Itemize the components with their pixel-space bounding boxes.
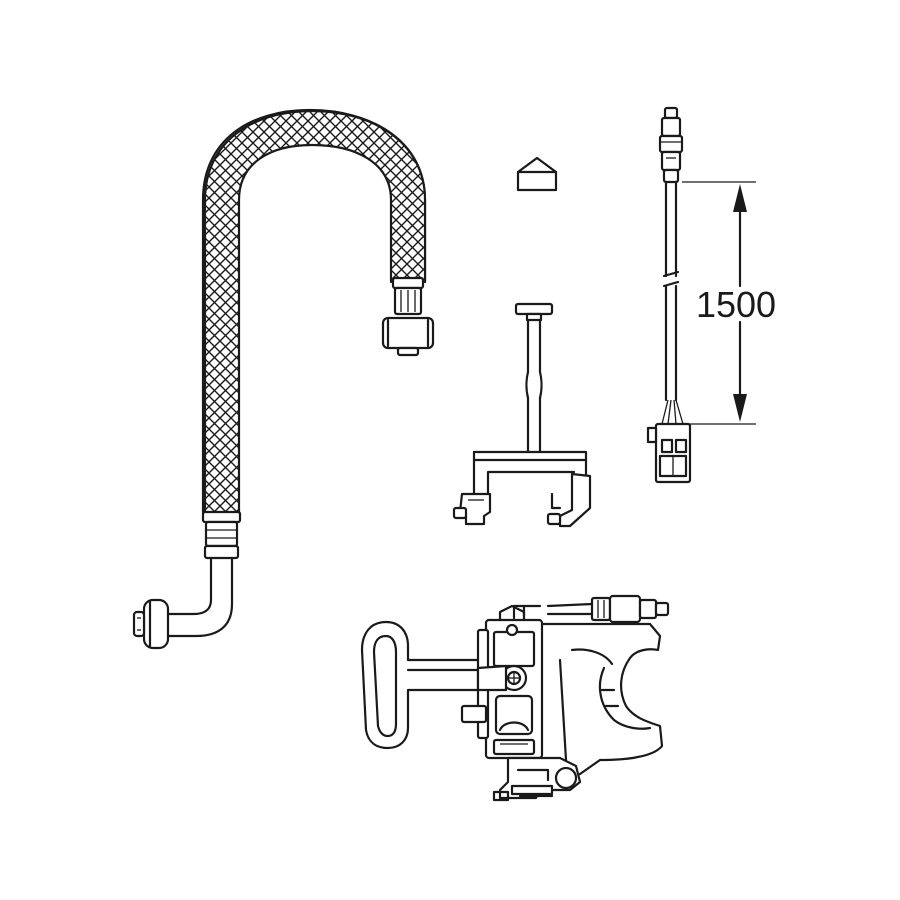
hose-elbow-tube	[163, 556, 213, 616]
braided-hose	[132, 108, 435, 650]
dimension-arrow-up-icon	[733, 184, 747, 212]
actuator-fork-body	[538, 622, 664, 782]
cover-cap	[516, 156, 558, 192]
hose-end-nut	[132, 598, 170, 650]
hose-lower-ferrule	[201, 510, 242, 560]
dimension-label: 1500	[696, 284, 776, 325]
key-handle	[360, 620, 482, 750]
connection-cable	[646, 106, 692, 484]
hose-upper-fitting	[381, 276, 435, 357]
actuator-plug	[590, 596, 612, 622]
mounting-bracket	[452, 302, 592, 528]
hose-braid	[205, 110, 425, 512]
dimension-arrow-down-icon	[733, 394, 747, 422]
actuator-unit	[360, 594, 670, 802]
dimension-line: 1500	[682, 181, 776, 425]
